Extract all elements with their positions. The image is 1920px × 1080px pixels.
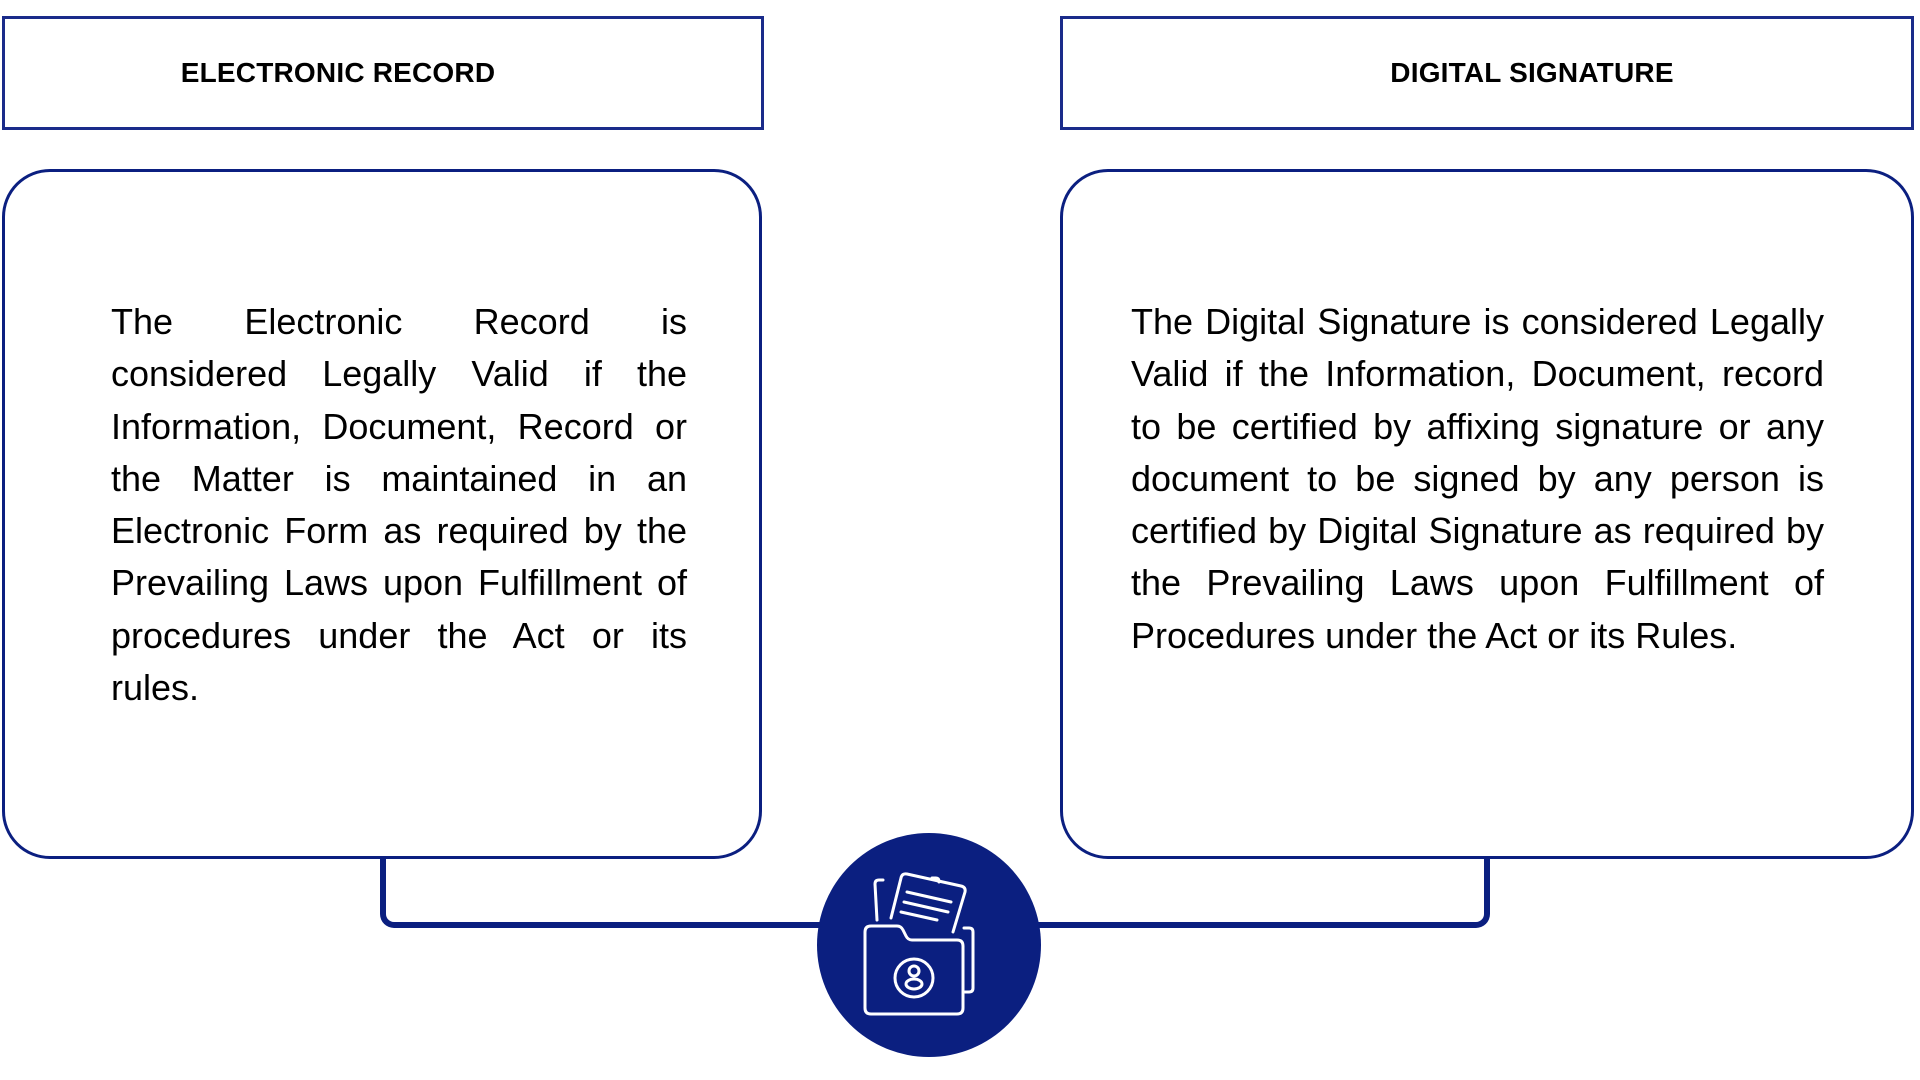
right-connector-line — [1020, 856, 1490, 928]
electronic-record-header: ELECTRONIC RECORD — [2, 16, 764, 130]
left-connector-line — [380, 856, 840, 928]
digital-signature-title: DIGITAL SIGNATURE — [1390, 57, 1674, 88]
electronic-record-title: ELECTRONIC RECORD — [180, 57, 496, 88]
digital-signature-header: DIGITAL SIGNATURE — [1060, 16, 1914, 130]
digital-signature-card: The Digital Signature is considered Lega… — [1060, 169, 1914, 859]
digital-signature-description: The Digital Signature is considered Lega… — [1131, 301, 1824, 656]
center-icon-circle — [817, 833, 1041, 1057]
electronic-record-card: The Electronic Record is considered Lega… — [2, 169, 762, 859]
folder-with-documents-user-icon — [863, 872, 975, 1016]
electronic-record-description: The Electronic Record is considered Lega… — [111, 301, 687, 709]
